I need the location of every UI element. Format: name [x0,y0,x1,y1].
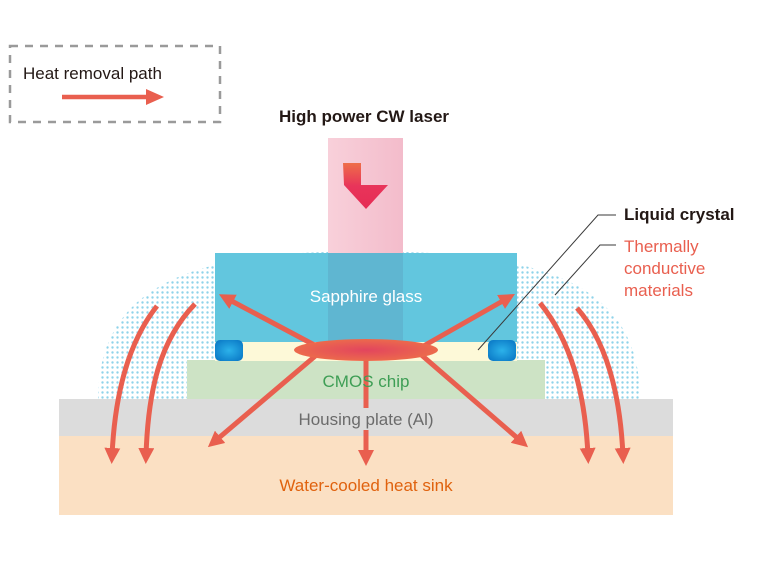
thermal-label-line1: Thermally [624,237,699,256]
heat-arrow-curve-right-outer [575,306,631,464]
sapphire-glass-label: Sapphire glass [310,287,422,306]
liquid-crystal-label: Liquid crystal [624,205,735,224]
heat-arrow-down-left [207,350,322,448]
thermal-material-leader-line [554,244,616,296]
heat-arrow-curve-left-outer [104,304,159,464]
heat-arrow-down-right [416,350,529,448]
spacer-left [215,340,243,361]
heat-arrows [104,294,631,467]
thermal-label-line3: materials [624,281,693,300]
heat-arrow-curve-right-inner [538,301,596,464]
legend-border [8,44,222,124]
heat-arrow-up-left [218,294,322,351]
spacer-right [488,340,516,361]
housing-plate-label: Housing plate (Al) [298,410,433,429]
legend-label: Heat removal path [23,64,162,83]
thermal-label-line2: conductive [624,259,705,278]
laser-hot-spot [294,339,438,361]
down-arrow-icon [343,163,388,209]
heat-arrow-curve-left-inner [138,302,197,464]
heatsink-label: Water-cooled heat sink [279,476,453,495]
housing-label-backdrop [359,408,372,430]
cmos-chip-label: CMOS chip [323,372,410,391]
heat-arrow-up-right [418,294,515,351]
liquid-crystal-leader-line [477,214,616,351]
legend: Heat removal path [8,44,222,124]
right-arrow-icon [62,89,164,105]
laser-beam-in-glass [328,253,403,342]
laser-label: High power CW laser [279,107,449,126]
